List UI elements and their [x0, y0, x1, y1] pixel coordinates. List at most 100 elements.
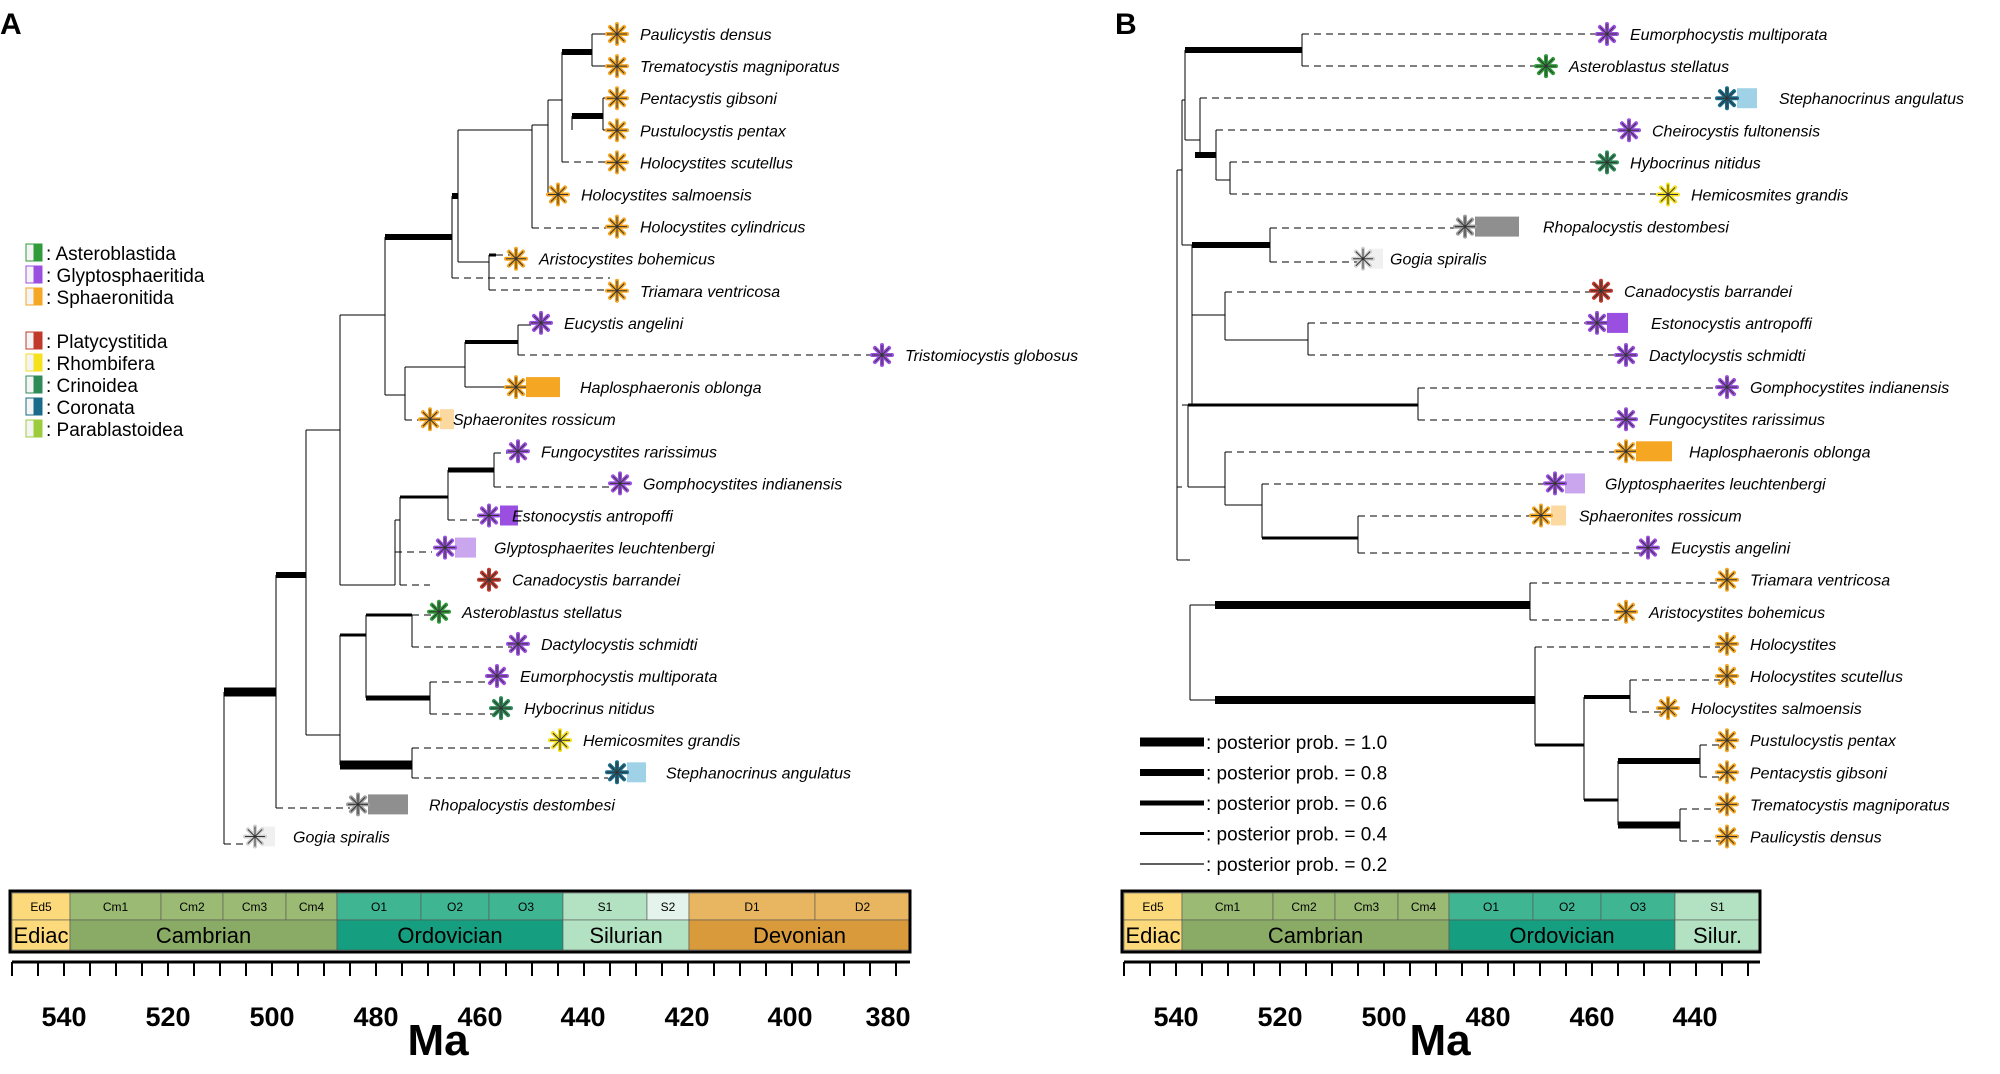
tip-star-icon: [1614, 407, 1638, 432]
taxon-label: Tristomiocystis globosus: [905, 348, 1078, 365]
stage-label: Cm2: [179, 900, 205, 914]
axis-label-b: Ma: [1409, 1016, 1471, 1065]
taxon-label: Sphaeronites rossicum: [1579, 509, 1742, 526]
tip-star-icon: [605, 22, 629, 46]
tip-star-icon: [548, 728, 572, 753]
stratigraphic-range-bar: [1607, 312, 1628, 333]
axis-tick-label: 500: [1361, 1002, 1406, 1032]
stage-label: Cm1: [1215, 900, 1241, 914]
tip-star-icon: [1715, 824, 1739, 849]
axis-tick-label: 520: [1257, 1002, 1302, 1032]
tip-star-icon: [1715, 375, 1739, 400]
tip-star-icon: [605, 54, 629, 79]
taxon-label: Pentacystis gibsoni: [1750, 765, 1887, 782]
tip-star-icon: [1614, 599, 1638, 624]
taxon-label: Holocystites cylindricus: [640, 220, 805, 237]
taxon-label: Eucystis angelini: [564, 316, 684, 333]
panel-b: B Eumorphocystis multiporataAsteroblastu…: [1115, 8, 1964, 1065]
legend-label: : Glyptosphaeritida: [46, 266, 205, 287]
stratigraphic-range-bar: [1565, 473, 1585, 494]
stage-label: O1: [371, 900, 387, 914]
tip-star-icon: [1656, 696, 1680, 721]
axis-tick-label: 540: [41, 1002, 86, 1032]
taxon-label: Paulicystis densus: [640, 27, 772, 44]
stage-label: Cm3: [242, 900, 268, 914]
tip-star-icon: [243, 824, 267, 849]
stage-label: Cm2: [1291, 900, 1317, 914]
stage-cell: [1532, 892, 1602, 921]
taxon-label: Rhopalocystis destombesi: [429, 797, 615, 814]
taxon-label: Pustulocystis pentax: [1750, 733, 1897, 750]
tip-star-icon: [529, 310, 553, 335]
stratigraphic-range-bar: [1475, 216, 1519, 237]
stage-label: Cm3: [1354, 900, 1380, 914]
taxon-label: Canadocystis barrandei: [1624, 284, 1793, 301]
tip-star-icon: [1715, 728, 1739, 753]
taxon-label: Gomphocystites indianensis: [643, 476, 842, 493]
stage-cell: [1181, 892, 1274, 921]
axis-tick-label: 540: [1153, 1002, 1198, 1032]
taxon-label: Eucystis angelini: [1671, 541, 1791, 558]
timescale-frame: [8, 889, 912, 954]
timescale-frame: [1120, 889, 1762, 954]
taxon-label: Paulicystis densus: [1750, 830, 1882, 847]
tip-star-icon: [1715, 760, 1739, 785]
posterior-label: : posterior prob. = 0.2: [1206, 855, 1387, 876]
legend-swatch-dark: [33, 353, 43, 372]
taxon-label: Gomphocystites indianensis: [1750, 380, 1949, 397]
stage-cell: [69, 892, 162, 921]
taxon-label: Trematocystis magniporatus: [1750, 797, 1950, 814]
period-label: Devonian: [753, 923, 846, 948]
legend-swatch-light: [25, 287, 35, 306]
tip-star-icon: [1715, 792, 1739, 817]
stage-label: O2: [447, 900, 463, 914]
axis-tick-label: 480: [353, 1002, 398, 1032]
taxon-label: Hemicosmites grandis: [1691, 188, 1848, 205]
legend-swatch-dark: [33, 331, 43, 350]
taxon-label: Dactylocystis schmidti: [1649, 348, 1806, 365]
legend-label: : Parablastoidea: [46, 420, 184, 441]
period-label: Ordovician: [397, 923, 502, 948]
tree-b: [1176, 33, 1720, 842]
taxon-label: Triamara ventricosa: [1750, 573, 1890, 590]
legend-swatch-dark: [33, 419, 43, 438]
legend-label: : Crinoidea: [46, 376, 138, 397]
legend-swatch-light: [25, 397, 35, 416]
axis-tick-label: 480: [1465, 1002, 1510, 1032]
tip-star-icon: [418, 407, 442, 432]
taxon-label: Rhopalocystis destombesi: [1543, 220, 1729, 237]
legend-swatch-light: [25, 419, 35, 438]
stratigraphic-range-bar: [1551, 505, 1566, 526]
stage-label: Ed5: [1142, 900, 1164, 914]
tip-star-icon: [1453, 214, 1477, 239]
tip-star-icon: [1595, 150, 1619, 175]
legend-swatch-light: [25, 265, 35, 284]
stage-label: O3: [1630, 900, 1646, 914]
stage-label: Ed5: [30, 900, 52, 914]
stage-cell: [1600, 892, 1676, 921]
tip-star-icon: [1715, 631, 1739, 656]
period-cell: [1123, 919, 1183, 951]
panel-a-label: A: [0, 8, 22, 41]
stage-label: O2: [1559, 900, 1575, 914]
legend-swatch-dark: [33, 397, 43, 416]
period-cell: [1448, 919, 1676, 951]
posterior-label: : posterior prob. = 0.8: [1206, 764, 1387, 785]
tip-star-icon: [1589, 278, 1613, 303]
tip-star-icon: [605, 150, 629, 175]
period-cell: [11, 919, 71, 951]
taxon-label: Stephanocrinus angulatus: [666, 765, 851, 782]
stage-cell: [160, 892, 224, 921]
period-label: Cambrian: [1268, 923, 1363, 948]
taxon-label: Gogia spiralis: [1390, 252, 1487, 269]
tip-star-icon: [504, 375, 528, 400]
tip-star-icon: [1715, 664, 1739, 688]
tree-a: [223, 33, 876, 845]
period-cell: [336, 919, 564, 951]
taxon-label: Cheirocystis fultonensis: [1652, 123, 1820, 140]
stage-cell: [1397, 892, 1450, 921]
legend-label: : Asteroblastida: [46, 244, 176, 265]
